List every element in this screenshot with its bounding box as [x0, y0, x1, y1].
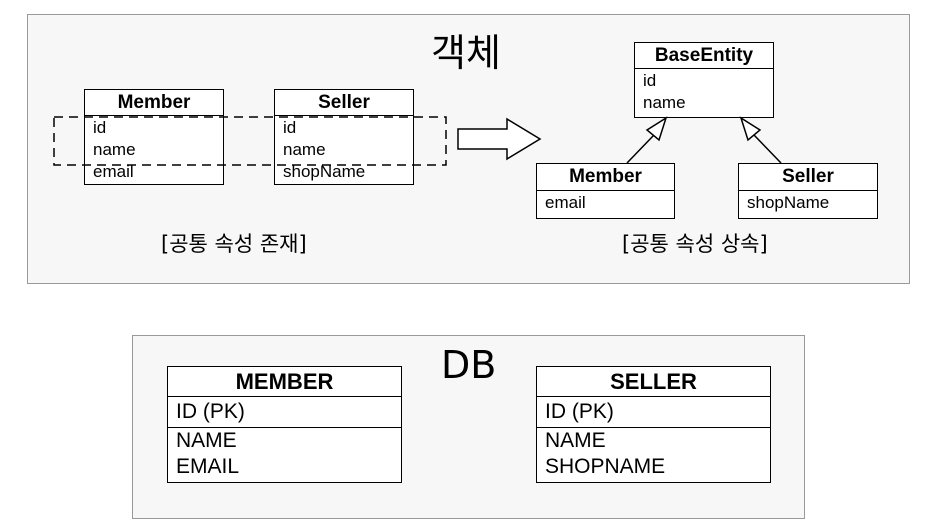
inheritance-arrowhead-seller [739, 116, 762, 142]
attribute-email: email [93, 162, 134, 181]
primary-key-column: ID (PK) [176, 400, 245, 423]
table-key-section: ID (PK) [168, 397, 401, 427]
common-attribute-highlight [53, 116, 447, 166]
entity-name: Seller [739, 164, 877, 191]
attribute-shopname: shopName [283, 162, 366, 181]
object-panel-title: 객체 [431, 31, 501, 75]
table-columns-section: NAME SHOPNAME [537, 427, 770, 480]
table-key-section: ID (PK) [537, 397, 770, 427]
column-email: EMAIL [176, 455, 240, 478]
entity-name: BaseEntity [635, 43, 773, 69]
left-caption: [공통 속성 존재] [161, 232, 307, 256]
child-member-entity: Member email [536, 163, 675, 219]
entity-attributes: id name [635, 69, 773, 114]
entity-attributes: id name email [85, 116, 223, 183]
transform-arrow [457, 117, 542, 161]
entity-attributes: email [537, 191, 674, 215]
entity-name: Seller [275, 90, 413, 116]
attribute-email: email [545, 193, 586, 212]
table-columns-section: NAME EMAIL [168, 427, 401, 480]
entity-name: Member [85, 90, 223, 116]
seller-table: SELLER ID (PK) NAME SHOPNAME [536, 366, 771, 483]
entity-name: Member [537, 164, 674, 191]
column-shopname: SHOPNAME [545, 455, 666, 478]
inheritance-line-member [626, 134, 655, 164]
table-name: SELLER [537, 367, 770, 397]
column-name: NAME [176, 429, 237, 452]
right-caption: [공통 속성 상속] [622, 232, 768, 256]
attribute-name: name [283, 140, 326, 159]
entity-attributes: id name shopName [275, 116, 413, 183]
primary-key-column: ID (PK) [545, 400, 614, 423]
member-table: MEMBER ID (PK) NAME EMAIL [167, 366, 402, 483]
child-seller-entity: Seller shopName [738, 163, 878, 219]
attribute-id: id [93, 118, 107, 137]
attribute-name: name [93, 140, 136, 159]
attribute-name: name [643, 93, 686, 112]
table-name: MEMBER [168, 367, 401, 397]
attribute-shopname: shopName [747, 193, 830, 212]
db-panel-title: DB [441, 343, 497, 387]
column-name: NAME [545, 429, 606, 452]
left-seller-entity: Seller id name shopName [274, 89, 414, 185]
attribute-id: id [643, 71, 657, 90]
left-member-entity: Member id name email [84, 89, 224, 185]
entity-attributes: shopName [739, 191, 877, 215]
base-entity: BaseEntity id name [634, 42, 774, 118]
attribute-id: id [283, 118, 297, 137]
inheritance-line-seller [753, 134, 782, 164]
inheritance-arrowhead-member [645, 116, 668, 142]
